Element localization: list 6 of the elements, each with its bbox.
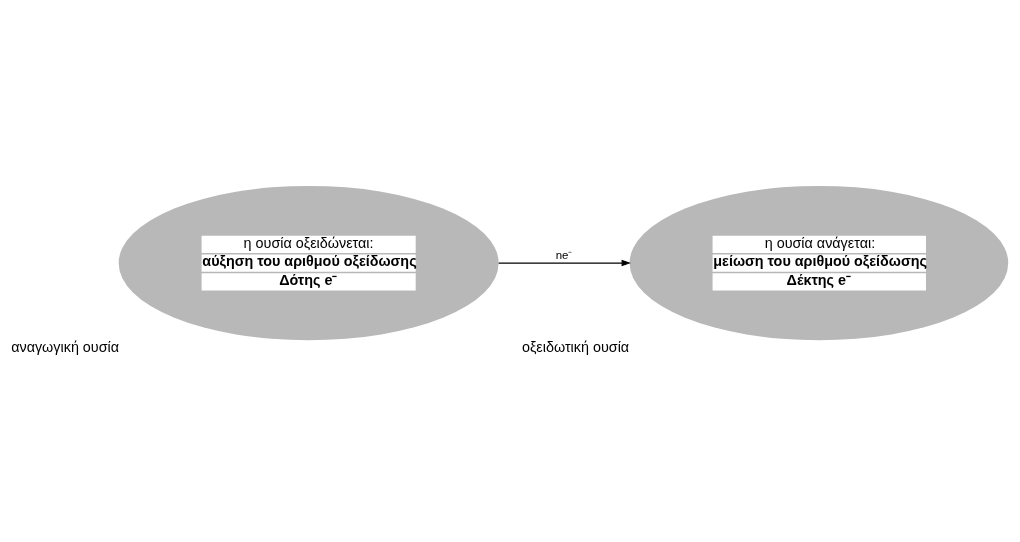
node-label: αναγωγική ουσία: [11, 338, 120, 355]
node-label: οξειδωτική ουσία: [521, 338, 630, 355]
edge-label: ne⁻: [555, 249, 573, 262]
arrow: [498, 259, 631, 267]
node-ellipse: η ουσία ανάγεται: μείωση του αριθμού οξείδωσης Δέκτης e⁻: [629, 185, 1009, 341]
node-ellipse: η ουσία οξειδώνεται: αύξηση του αριθμού οξείδωσης Δότης e⁻: [118, 185, 499, 341]
